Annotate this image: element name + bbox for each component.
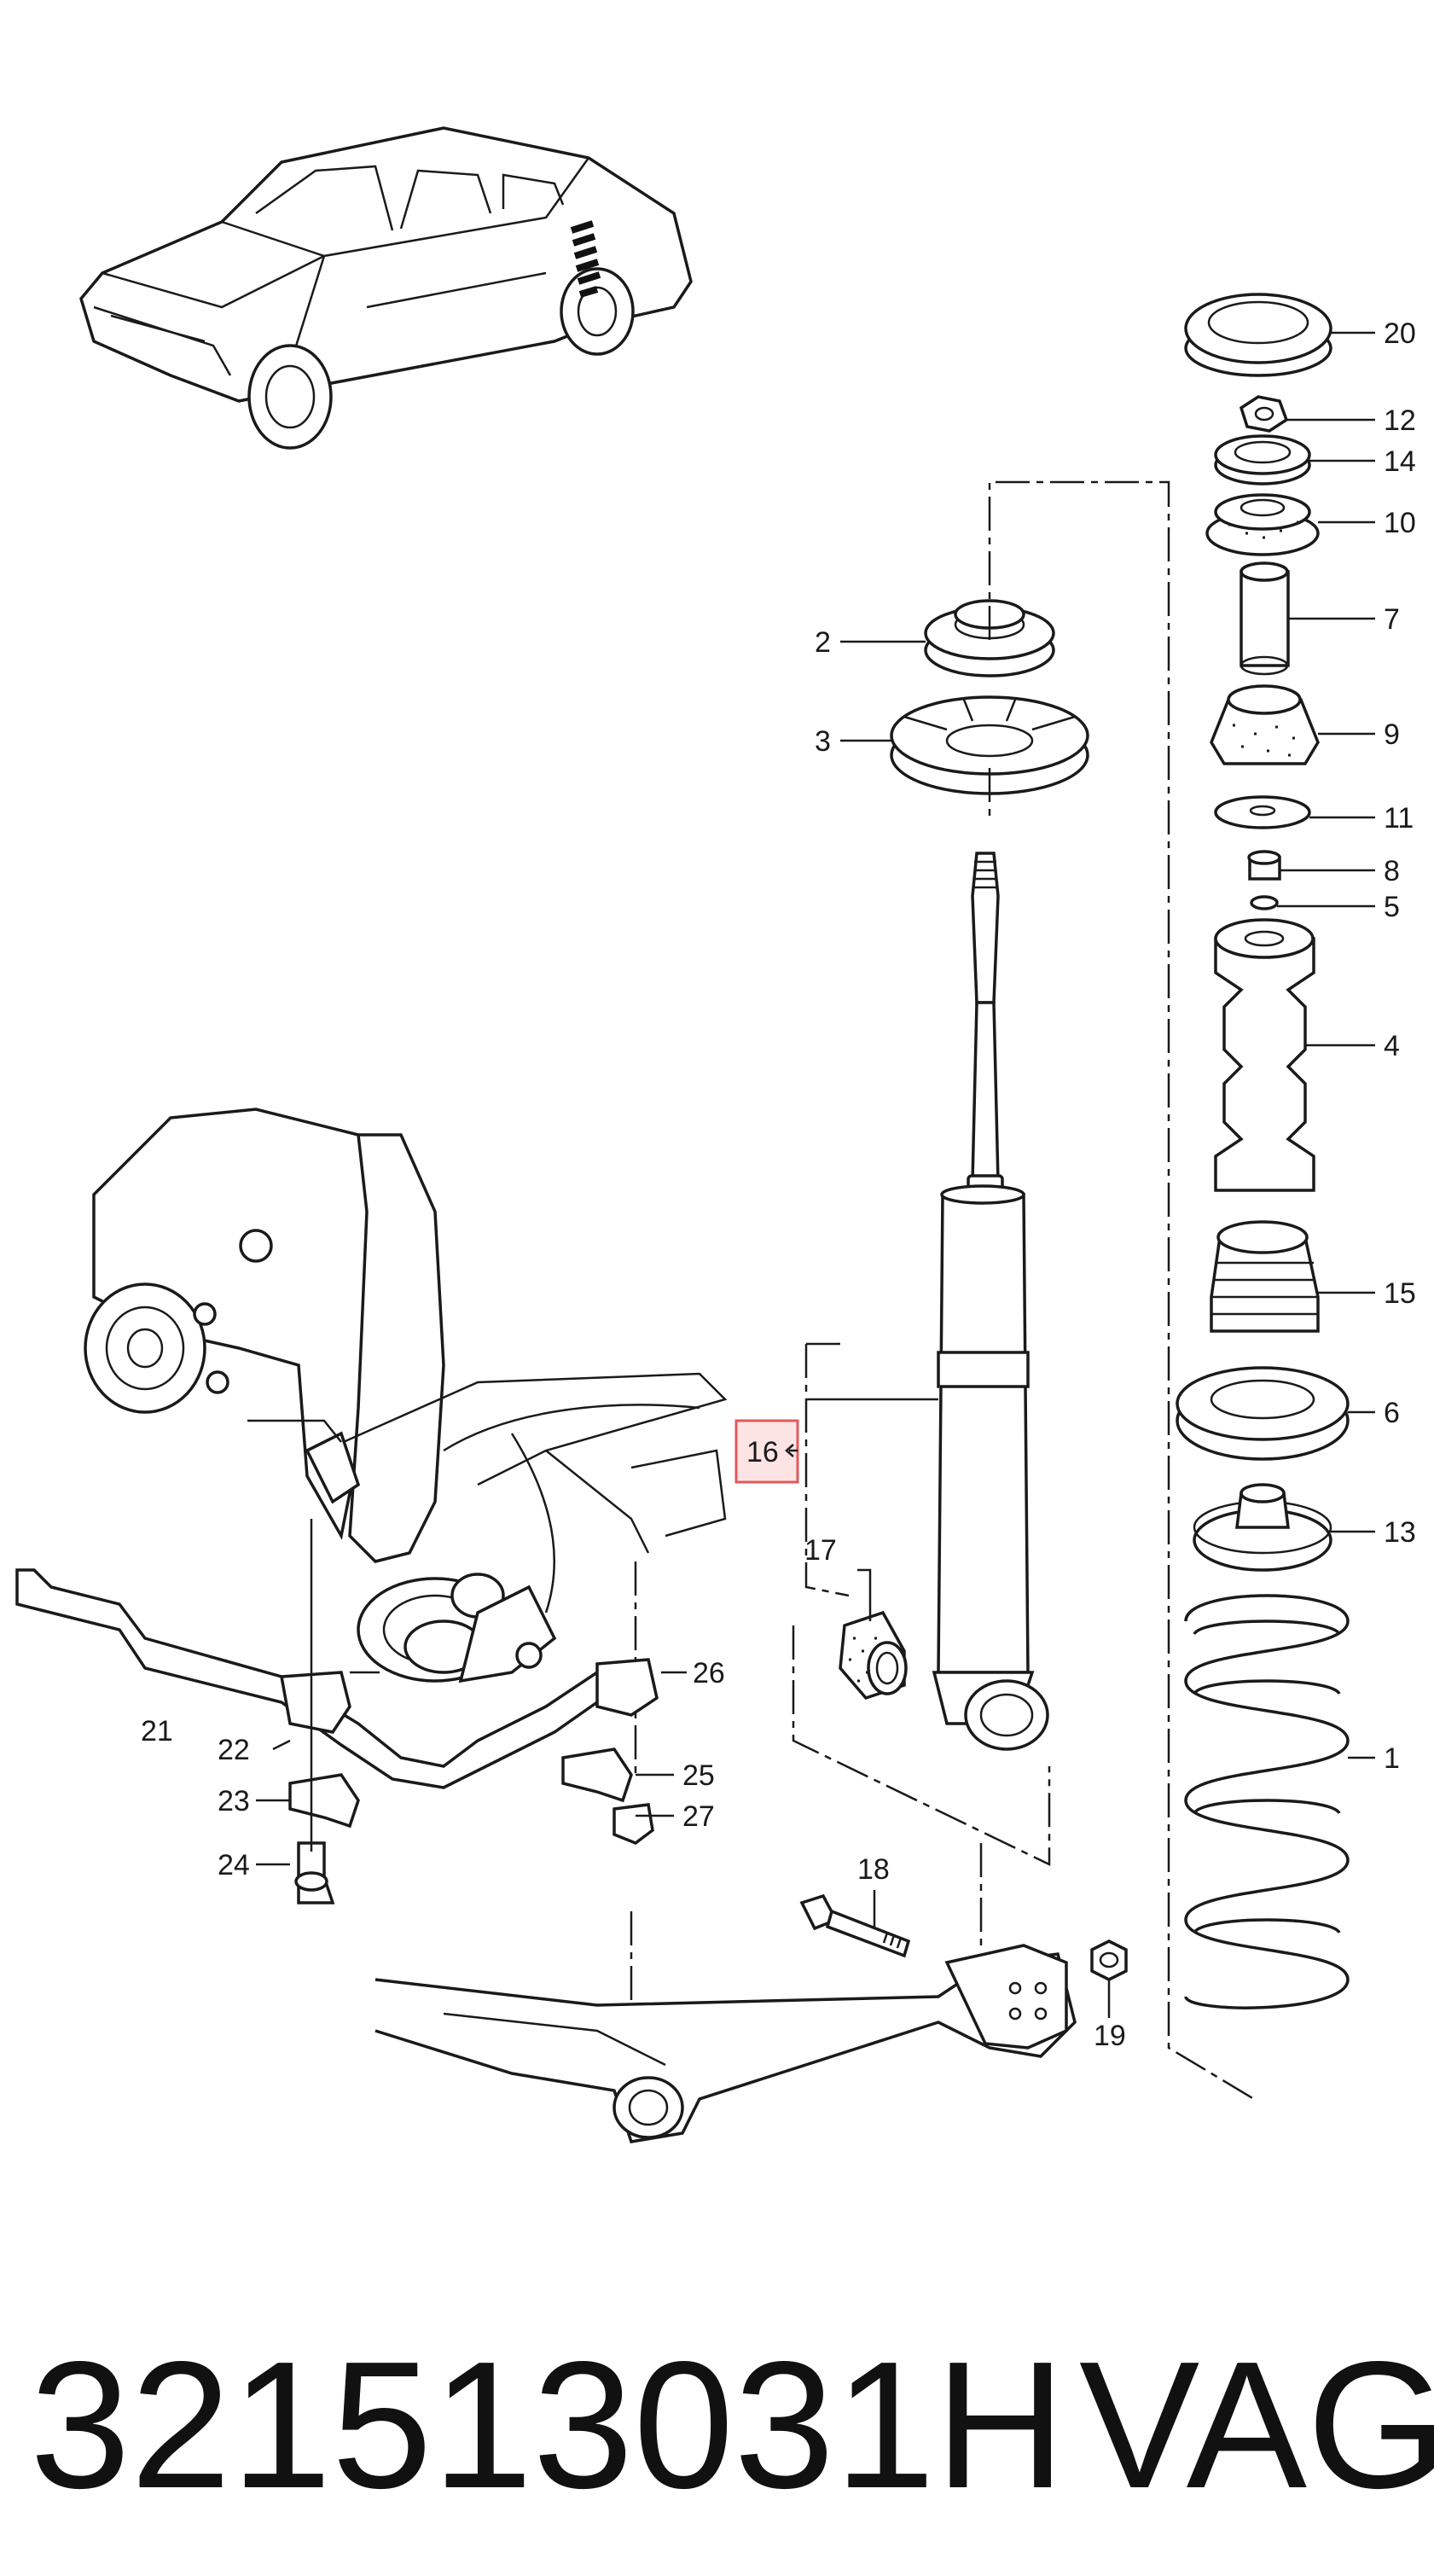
label-part-18: 18: [857, 1853, 890, 1886]
label-part-11: 11: [1384, 802, 1414, 834]
label-part-1: 1: [1384, 1742, 1400, 1775]
bolt-18: [799, 1893, 911, 1958]
washer-14: [1214, 434, 1311, 486]
car-highlight-coil: [570, 220, 601, 298]
bushing-17: [839, 1610, 908, 1701]
spring-pad-13: [1193, 1483, 1332, 1572]
boot-15: [1210, 1220, 1320, 1333]
bush-8: [1247, 850, 1281, 881]
label-part-5: 5: [1384, 891, 1400, 923]
label-part-20: 20: [1384, 317, 1416, 350]
label-part-7: 7: [1384, 603, 1400, 636]
coil-spring-1: [1184, 1594, 1350, 2009]
label-part-6: 6: [1384, 1397, 1400, 1429]
label-part-13: 13: [1384, 1516, 1416, 1549]
part-labels: 20 12 14 10 7 9 11 8 5 4 15 6 13 1 2 3 1…: [141, 317, 1416, 2052]
label-part-24: 24: [218, 1849, 250, 1881]
brand-text: VAG: [1079, 2323, 1434, 2526]
nut-12: [1239, 395, 1289, 433]
label-part-14: 14: [1384, 445, 1416, 478]
sleeve-7: [1240, 561, 1290, 676]
stabilizer-bar-assembly: [15, 1519, 659, 1904]
part-number-text: 321513031H: [30, 2323, 1065, 2526]
axle-body-assembly: [84, 1108, 728, 1775]
label-part-4: 4: [1384, 1030, 1400, 1062]
label-part-10: 10: [1384, 507, 1416, 539]
washer-11: [1214, 795, 1311, 829]
car-illustration: [79, 126, 693, 450]
label-part-27: 27: [682, 1800, 715, 1833]
label-part-15: 15: [1384, 1277, 1416, 1310]
label-part-12: 12: [1384, 404, 1416, 437]
highlight-arrow: [785, 1444, 798, 1457]
label-part-8: 8: [1384, 855, 1400, 887]
label-part-25: 25: [682, 1759, 715, 1792]
label-part-16: 16: [746, 1436, 779, 1468]
spring-seat-6: [1176, 1366, 1350, 1461]
nut-19: [1090, 1939, 1128, 1981]
trailing-arm: [374, 1944, 1077, 2143]
label-part-2: 2: [815, 626, 831, 659]
label-part-17: 17: [804, 1534, 837, 1567]
cap-20: [1184, 293, 1332, 377]
label-part-3: 3: [815, 725, 831, 758]
label-part-26: 26: [693, 1657, 725, 1689]
label-part-19: 19: [1094, 2020, 1126, 2052]
bump-stop-4: [1214, 918, 1315, 1192]
leader-lines: [247, 331, 1375, 2018]
mount-9: [1210, 684, 1320, 765]
mount-10: [1205, 493, 1320, 556]
label-part-22: 22: [218, 1734, 250, 1766]
label-part-21: 21: [141, 1715, 173, 1747]
label-part-23: 23: [218, 1785, 250, 1817]
clip-5: [1250, 895, 1279, 910]
shock-absorber-16: [932, 852, 1049, 1751]
label-part-9: 9: [1384, 718, 1400, 751]
